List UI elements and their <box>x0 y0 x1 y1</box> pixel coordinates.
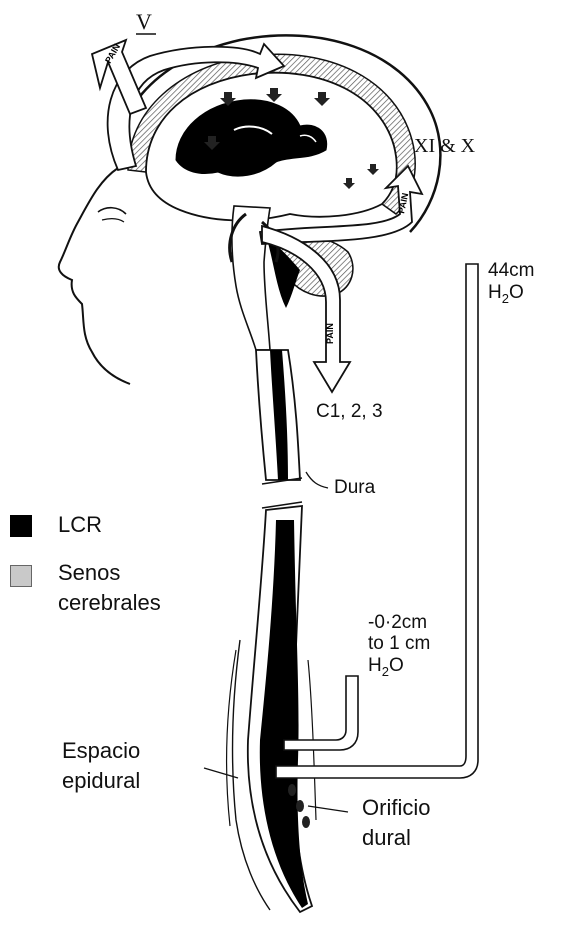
nerve-label-cervical: C1, 2, 3 <box>316 402 383 422</box>
nerve-label-xi-x: XI & X <box>414 136 475 157</box>
face-profile <box>59 168 130 384</box>
orificio-dural-label: Orificio dural <box>362 793 430 852</box>
legend-lcr-label: LCR <box>58 510 102 540</box>
orificio-leader <box>308 806 348 812</box>
pressure-low-label: -0·2cm to 1 cm H2O <box>368 612 430 679</box>
legend-lcr-swatch <box>10 515 32 537</box>
pressure-high-unit: H2O <box>488 282 534 307</box>
legend-senos-label: Senos cerebrales <box>58 558 161 617</box>
pressure-low-unit: H2O <box>368 655 430 679</box>
legend-senos-swatch <box>10 565 32 587</box>
pressure-high-label: 44cm H2O <box>488 260 534 307</box>
dura-leader <box>306 472 328 488</box>
pain-arrow-c-text: PAIN <box>325 323 335 344</box>
dura-label: Dura <box>334 478 375 498</box>
pressure-high-value: 44cm <box>488 260 534 282</box>
espacio-epidural-label: Espacio epidural <box>62 736 140 795</box>
eye <box>98 208 126 214</box>
nerve-label-v: V <box>136 10 152 33</box>
pressure-low-line2: to 1 cm <box>368 633 430 654</box>
manometer-tall <box>276 264 478 778</box>
pressure-low-line1: -0·2cm <box>368 612 430 633</box>
